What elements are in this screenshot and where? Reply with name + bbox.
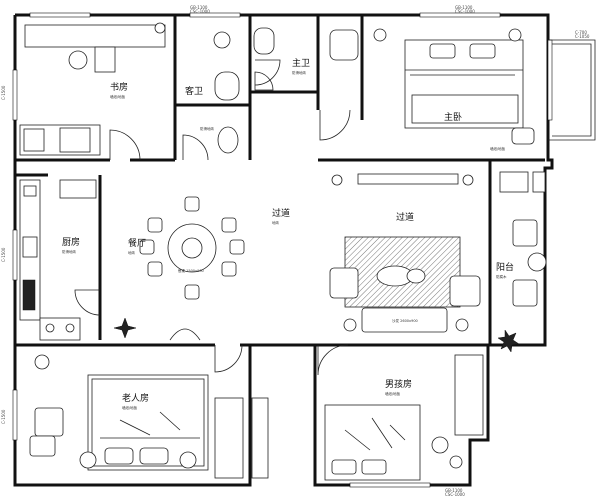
dim-top-2: GB-1100 [455, 5, 473, 10]
master-bath-room: 主卫 防滑地砖 [253, 27, 359, 91]
dim-top-1b: CSC-1000 [190, 9, 210, 14]
room-label-corridor-2: 过道 [396, 211, 414, 223]
doors [74, 59, 351, 376]
windows [12, 12, 553, 488]
note-sofa: 沙发 2600x900 [392, 318, 418, 323]
note-master-bed: 墙纸/地板 [490, 146, 506, 151]
dim-right-b: C-1050 [575, 34, 590, 39]
note-master-bath: 防滑地砖 [292, 70, 306, 75]
note-kitchen: 防滑地砖 [62, 249, 76, 254]
room-label-balcony: 阳台 [496, 261, 514, 273]
corridor: 过道 地砖 过道 [272, 173, 474, 225]
room-label-boy: 男孩房 [385, 378, 412, 390]
master-bedroom: 主卧 墙纸/地板 [373, 28, 535, 151]
kitchen-room: 厨房 防滑地砖 [19, 179, 97, 341]
room-label-corridor-1: 过道 [272, 207, 290, 219]
dim-bottom: GB-1100 [445, 488, 463, 493]
room-label-guest-bath: 客卫 [185, 85, 203, 97]
room-label-dining: 餐厅 [128, 237, 146, 249]
guest-bath-room: 客卫 防滑地砖 [185, 31, 240, 154]
dim-bottom-b: CSC-1000 [445, 492, 465, 497]
note-balcony: 防腐木 [496, 274, 507, 279]
note-study: 墙纸/地板 [110, 94, 126, 99]
dining-room: 餐厅 地砖 餐桌 1500x900 [113, 196, 245, 341]
outer-walls [13, 13, 554, 487]
dim-right: C-700 [575, 30, 587, 35]
dim-left-3: C-1500 [1, 409, 6, 424]
note-elder: 墙纸/地板 [122, 405, 138, 410]
note-dining: 地砖 [128, 250, 135, 255]
dim-left-2: C-1500 [1, 247, 6, 262]
room-label-master-bath: 主卫 [292, 57, 310, 69]
dimension-labels: GB-1100 CSC-1000 GB-1100 CSC-1000 C-700 … [1, 5, 590, 497]
dim-top-2b: CSC-1000 [455, 9, 475, 14]
dim-top-1: GB-1100 [190, 5, 208, 10]
room-label-elder: 老人房 [122, 392, 149, 404]
room-label-study: 书房 [110, 81, 128, 93]
note-corridor: 地砖 [272, 220, 280, 225]
room-label-master-bedroom: 主卧 [444, 111, 462, 123]
boy-room: 男孩房 墙纸/地板 [324, 354, 484, 481]
bay-window [548, 39, 596, 141]
room-label-kitchen: 厨房 [62, 236, 80, 248]
note-dining-table: 餐桌 1500x900 [178, 268, 204, 273]
note-guest-bath: 防滑地砖 [200, 126, 214, 131]
living-area: 沙发 2600x900 [329, 236, 481, 333]
balcony-room: 阳台 防腐木 [496, 171, 547, 353]
note-boy: 墙纸/地板 [385, 391, 401, 396]
study-room: 书房 墙纸/地板 [19, 22, 166, 156]
dim-left-1: C-1500 [1, 85, 6, 100]
elder-room: 老人房 墙纸/地板 [29, 354, 269, 479]
